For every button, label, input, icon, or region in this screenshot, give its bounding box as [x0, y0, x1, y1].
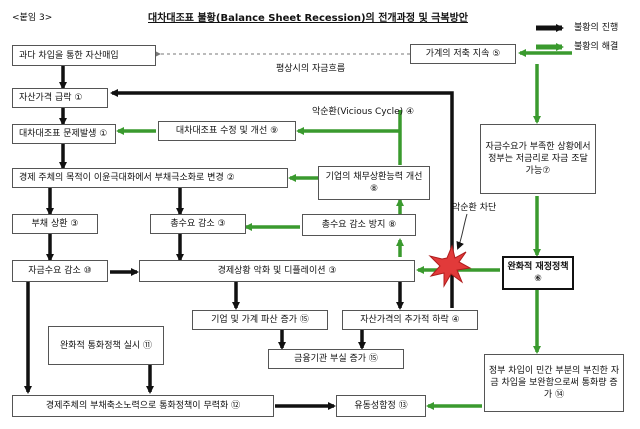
node-bank-bad: 금융기관 부실 증가 ⑮: [268, 349, 404, 369]
legend-resolution-label: 불황의 해결: [574, 42, 619, 52]
node-balance-fix: 대차대조표 수정 및 개선 ⑨: [158, 121, 296, 141]
node-demand-protect: 총수요 감소 방지 ⑧: [302, 214, 416, 236]
figure-tag: <붙임 3>: [12, 13, 53, 23]
cycle-break-burst-icon: [428, 244, 472, 288]
node-corp-repay: 기업의 채무상환능력 개선 ⑧: [318, 166, 430, 200]
node-balance-problem: 대차대조표 문제발생 ①: [12, 124, 116, 144]
node-asset-drop: 자산가격 급락 ①: [12, 88, 108, 108]
node-fund-drop: 자금수요 감소 ⑩: [12, 260, 108, 282]
node-asset-further: 자산가격의 추가적 하락 ④: [342, 310, 478, 330]
arrow-further-back-to-drop: [110, 89, 454, 308]
node-liquidity-trap: 유동성함정 ⑬: [336, 395, 426, 417]
node-monetary-policy: 완화적 통화정책 실시 ⑪: [48, 326, 164, 365]
node-gov-supply: 정부 차입이 민간 부분의 부진한 자금 차입을 보완함으로써 통화량 증가 ⑭: [484, 354, 624, 412]
node-gov-borrow: 자금수요가 부족한 상황에서 정부는 저금리로 자금 조달 가능⑦: [480, 124, 596, 194]
node-deflation: 경제상황 악화 및 디플레이션 ③: [139, 260, 415, 282]
label-vicious-cycle: 악순환(Vicious Cycle) ④: [312, 107, 415, 117]
label-normal-flow: 평상시의 자금흐름: [276, 64, 346, 74]
node-monetary-fail: 경제주체의 부채축소노력으로 통화정책이 무력화 ⑫: [12, 395, 274, 417]
legend-progress-label: 불황의 진행: [574, 23, 619, 33]
label-cycle-break: 악순환 차단: [452, 203, 497, 213]
node-fiscal-policy: 완화적 재정정책 ⑥: [502, 256, 574, 290]
node-debt-repay: 부채 상환 ③: [12, 214, 98, 234]
node-asset-purchase: 과다 차입을 통한 자산매입: [12, 45, 156, 66]
cycle-break-pointer: [456, 213, 468, 250]
node-bankrupt: 기업 및 가계 파산 증가 ⑮: [192, 310, 328, 330]
page-title: 대차대조표 불황(Balance Sheet Recession)의 전개과정 …: [148, 13, 468, 24]
node-demand-drop: 총수요 감소 ③: [150, 214, 246, 234]
node-savings: 가계의 저축 지속 ⑤: [410, 44, 516, 64]
node-goal-change: 경제 주체의 목적이 이윤극대화에서 부채극소화로 변경 ②: [12, 168, 288, 188]
